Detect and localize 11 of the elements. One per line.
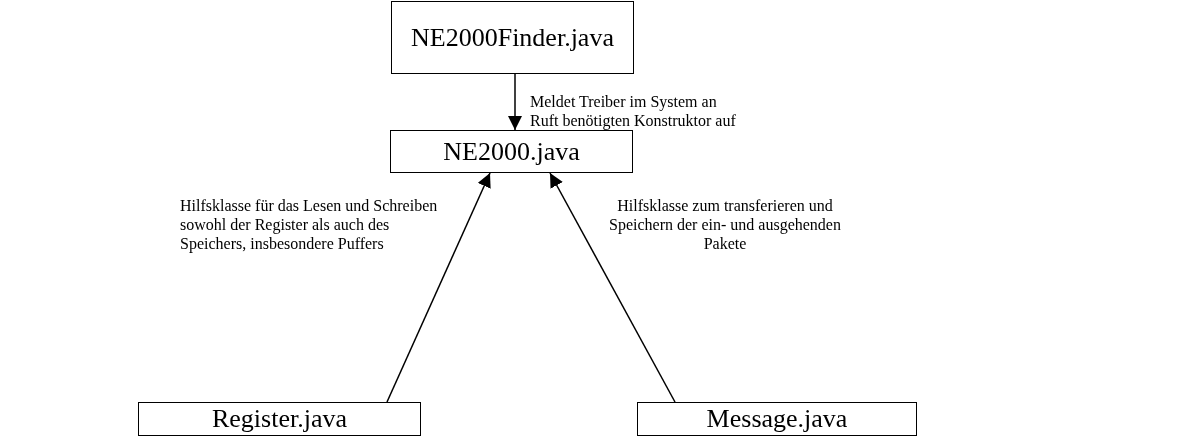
class-name: NE2000.java: [443, 136, 580, 167]
class-name: NE2000Finder.java: [411, 22, 614, 53]
class-box: [637, 402, 917, 436]
arrow: [508, 73, 522, 131]
class-box: [391, 1, 634, 74]
class-name: Message.java: [706, 404, 848, 434]
class-name: Register.java: [212, 404, 347, 434]
arrow: [386, 172, 491, 403]
class-box: [138, 402, 421, 436]
class-box: [390, 130, 633, 173]
arrow: [549, 172, 676, 403]
